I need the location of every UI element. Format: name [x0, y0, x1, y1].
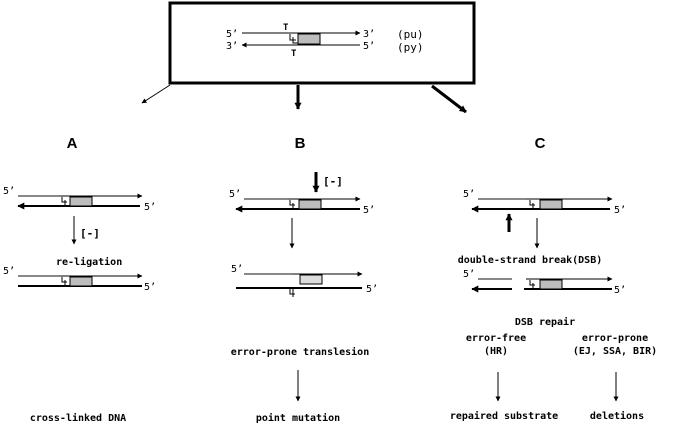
a1-dimer — [61, 197, 67, 205]
panel-c-letter: C — [535, 135, 546, 152]
b2-dimer — [289, 289, 295, 297]
c2-5-left: 5’ — [463, 269, 475, 280]
b-step-mark: [-] — [323, 175, 343, 188]
c1-5-left: 5’ — [463, 189, 475, 200]
c-repair-label: DSB repair — [515, 316, 575, 328]
c1-dimer — [529, 200, 535, 208]
top-strand-5-label: 5’ — [226, 29, 238, 40]
top-box: 5’ 3’ 3’ 5’ T T (pu) (py) — [168, 1, 476, 85]
c-outcome-right: deletions — [590, 410, 644, 422]
b1-dimer — [289, 200, 295, 208]
a1-5-right: 5’ — [144, 202, 156, 213]
thymine-bottom-label: T — [291, 49, 297, 59]
c1-5-right: 5’ — [614, 205, 626, 216]
a2-lesion — [69, 276, 93, 287]
a-step-mark: [-] — [80, 227, 100, 240]
arrow-to-panel-c — [431, 84, 467, 114]
b2-5-right: 5’ — [366, 284, 378, 295]
top-strand-3-label: 3’ — [363, 29, 375, 40]
b1-lesion — [298, 199, 322, 210]
c-branch-left-title: error-free — [466, 333, 526, 344]
b1-5-right: 5’ — [363, 205, 375, 216]
c-branch-left-sub: (HR) — [484, 346, 508, 357]
c-outcome-left: repaired substrate — [450, 410, 558, 422]
b2-5-left: 5’ — [231, 264, 243, 275]
b-outcome: point mutation — [256, 412, 340, 424]
a1-lesion — [69, 196, 93, 207]
thymine-dimer-mark — [289, 34, 298, 44]
c-step-label: double-strand break(DSB) — [458, 255, 603, 266]
panel-b: B [-] 5’ 5’ 5’ 5’ error-prone translesio… — [229, 135, 378, 424]
panel-a: A 5’ 5’ [-] re-ligation 5’ 5’ cross-link… — [3, 135, 156, 424]
thymine-top-label: T — [283, 23, 289, 33]
a-outcome: cross-linked DNA — [30, 412, 126, 424]
purine-strand-label: (pu) — [397, 28, 424, 41]
a2-dimer — [61, 277, 67, 285]
b2-lesion — [299, 274, 323, 285]
panel-b-letter: B — [295, 135, 306, 152]
a2-5-right: 5’ — [144, 282, 156, 293]
bottom-strand-5-label: 5’ — [363, 41, 375, 52]
a2-5-left: 5’ — [3, 266, 15, 277]
c-branch-right-title: error-prone — [582, 333, 648, 344]
top-box-frame — [168, 1, 476, 85]
pyrimidine-strand-label: (py) — [397, 41, 424, 54]
b-step-label: error-prone translesion — [231, 346, 369, 358]
bottom-strand-3-label: 3’ — [226, 41, 238, 52]
arrow-to-panel-a — [141, 84, 171, 104]
b1-5-left: 5’ — [229, 189, 241, 200]
lesion-box — [297, 33, 321, 45]
c2-5-right: 5’ — [614, 285, 626, 296]
c-branch-right-sub: (EJ, SSA, BIR) — [573, 346, 657, 357]
c2-lesion — [539, 279, 563, 290]
c2-dimer — [529, 280, 535, 288]
panel-c: C 5’ 5’ double-strand break(DSB) 5’ 5’ D… — [450, 135, 657, 422]
c1-lesion — [539, 199, 563, 210]
a1-5-left: 5’ — [3, 186, 15, 197]
a-step-label: re-ligation — [56, 256, 122, 268]
panel-a-letter: A — [67, 135, 78, 152]
